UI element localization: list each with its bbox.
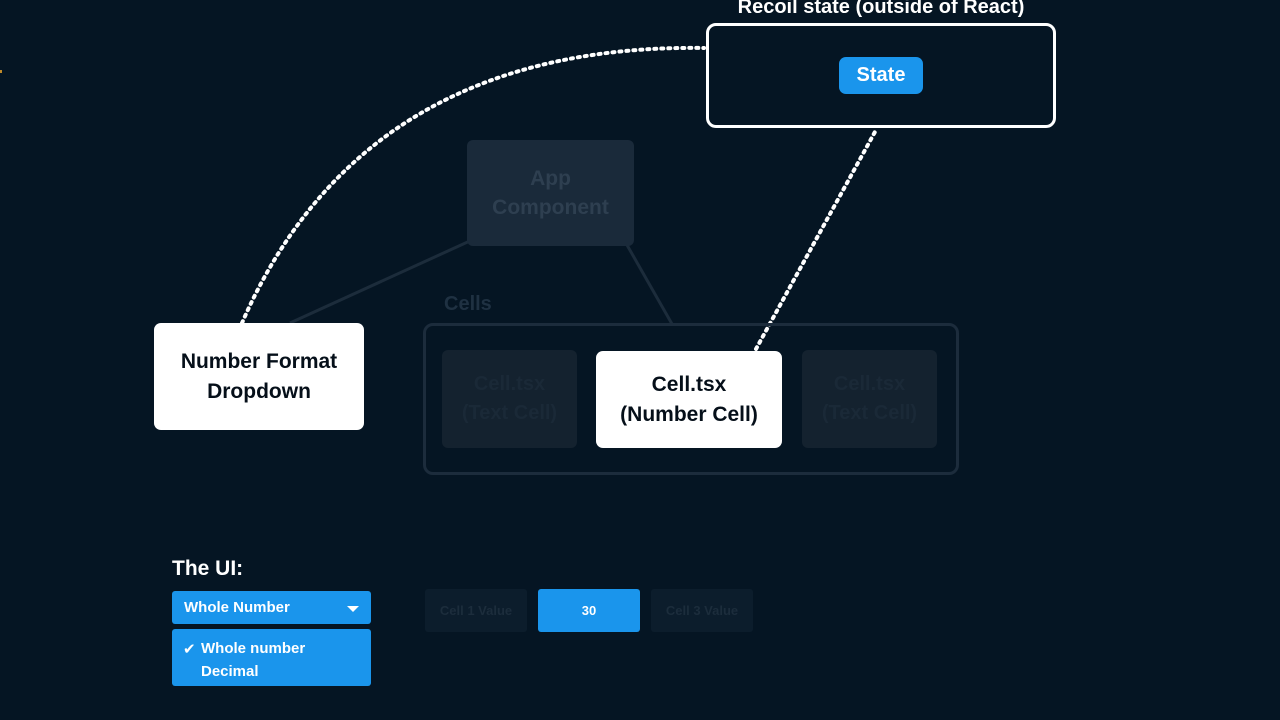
text-cell-3-line1: Cell.tsx	[833, 373, 906, 395]
number-format-select[interactable]: Whole Number	[172, 591, 371, 624]
option-decimal[interactable]: Decimal	[172, 660, 371, 683]
dropdown-node-line1: Number Format	[180, 349, 338, 373]
chevron-down-icon	[347, 606, 359, 612]
recoil-state-title: Recoil state (outside of React)	[737, 0, 1025, 18]
ui-demo-label: The UI:	[172, 557, 244, 580]
number-cell-line2: (Number Cell)	[620, 402, 758, 426]
option-label: Whole number	[201, 640, 306, 657]
state-pill: State	[839, 57, 923, 94]
dropdown-node-line2: Dropdown	[207, 379, 311, 403]
text-cell-1-line1: Cell.tsx	[473, 373, 546, 395]
number-cell-line1: Cell.tsx	[651, 372, 727, 396]
option-label: Decimal	[201, 663, 259, 680]
app-component-line1: App	[530, 167, 571, 190]
text-cell-1-line2: (Text Cell)	[461, 402, 558, 424]
text-cell-3-line2: (Text Cell)	[821, 402, 918, 424]
cell-2-input[interactable]: 30	[538, 589, 640, 632]
text-cell-node-3: Cell.tsx (Text Cell)	[802, 350, 937, 448]
cell-to-state-dotted-link	[754, 128, 878, 351]
checkmark-icon: ✔	[183, 640, 196, 658]
app-to-dropdown-line	[289, 238, 473, 325]
app-to-cells-line	[625, 244, 674, 325]
select-options-list: ✔ Whole number Decimal	[172, 629, 371, 686]
number-format-dropdown-node: Number Format Dropdown	[154, 323, 364, 430]
cells-group-container	[423, 323, 959, 475]
cell-1-input[interactable]: Cell 1 Value	[425, 589, 527, 632]
app-component-node: App Component	[467, 140, 634, 246]
cell-3-input[interactable]: Cell 3 Value	[651, 589, 753, 632]
select-value: Whole Number	[184, 599, 290, 616]
app-component-line2: Component	[492, 196, 609, 219]
number-cell-node: Cell.tsx (Number Cell)	[596, 351, 782, 448]
dropdown-to-state-dotted-link	[240, 45, 706, 325]
option-whole-number[interactable]: ✔ Whole number	[172, 637, 371, 660]
cells-group-label: Cells	[444, 293, 492, 315]
edge-cursor-mark	[0, 70, 2, 73]
recoil-state-container	[706, 23, 1056, 128]
text-cell-node-1: Cell.tsx (Text Cell)	[442, 350, 577, 448]
